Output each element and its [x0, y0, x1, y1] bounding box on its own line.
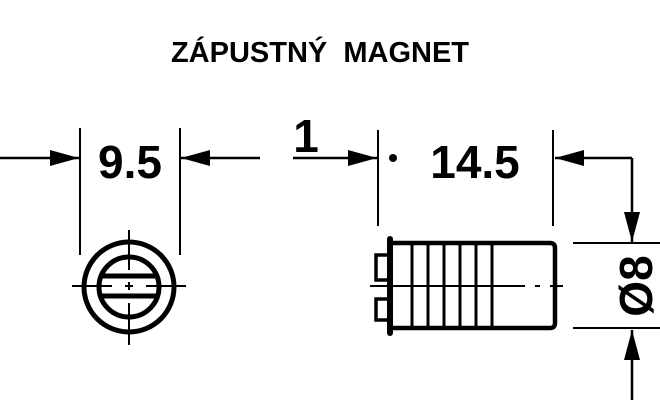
- offset-dimension: 1: [293, 110, 319, 162]
- side-view: [293, 130, 660, 400]
- front-view: [0, 128, 260, 345]
- width-dimension: 9.5: [98, 136, 162, 188]
- title: ZÁPUSTNÝ MAGNET: [171, 35, 469, 69]
- diameter-dimension: Ø8: [610, 255, 660, 316]
- length-dimension: 14.5: [430, 136, 520, 188]
